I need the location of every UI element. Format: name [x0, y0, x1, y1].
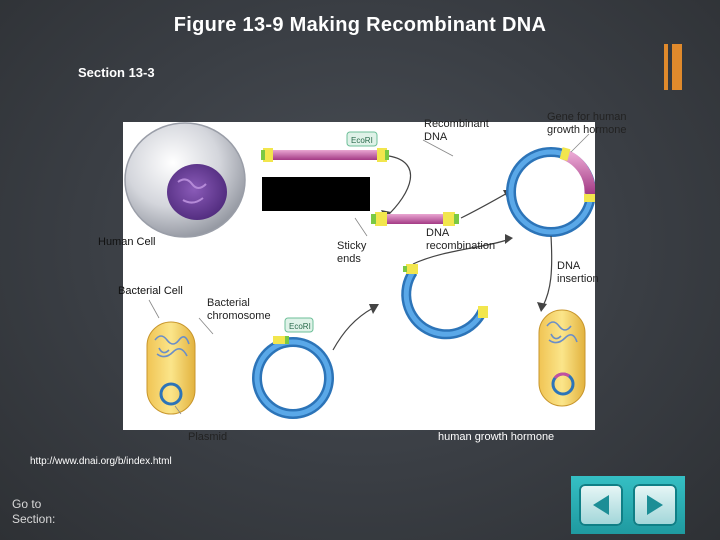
recombinant-plasmid [506, 147, 596, 237]
ecori-label-bottom: EcoRI [289, 322, 311, 331]
label-sticky-ends: Sticky ends [337, 240, 367, 265]
plasmid-ring [252, 336, 334, 419]
accent-bar-thick [672, 44, 682, 90]
diagram-panel: EcoRI EcoRI [123, 122, 596, 430]
label-bacterial-cell: Bacterial Cell [118, 285, 183, 297]
ecori-label-top: EcoRI [351, 136, 373, 145]
page-title: Figure 13-9 Making Recombinant DNA [173, 14, 547, 36]
goto-section-label: Go to Section: [12, 497, 56, 526]
section-label: Section 13-3 [78, 65, 155, 80]
back-button[interactable] [579, 484, 623, 526]
diagram-art [124, 122, 596, 419]
label-dna-insertion: DNA insertion [557, 260, 599, 285]
accent-bar-thin [664, 44, 668, 90]
nav-panel [571, 476, 685, 534]
label-plasmid: Plasmid [188, 431, 228, 443]
right-arrow-icon [647, 495, 663, 515]
label-human-cell: Human Cell [98, 236, 156, 248]
label-recombinant-dna: Recombinant DNA [424, 118, 489, 143]
label-bacterial-cell-hgh: Bacterial cell for containing gene for h… [438, 405, 555, 443]
bacterial-cell-illustration [146, 321, 196, 415]
cut-gene-fragment [371, 212, 459, 226]
forward-button[interactable] [633, 484, 677, 526]
source-url[interactable]: http://www.dnai.org/b/index.html [30, 456, 172, 467]
label-dna-recombination: DNA recombination [426, 227, 496, 252]
open-plasmid [401, 264, 488, 340]
label-gene-hgh: Gene for human growth hormone [547, 111, 627, 136]
human-cell-illustration [124, 122, 246, 238]
left-arrow-icon [593, 495, 609, 515]
label-bacterial-chromosome: Bacterial chromosome [207, 297, 271, 322]
human-gene-fragment [261, 148, 389, 162]
redacted-box [262, 177, 370, 211]
recombinant-bacterium [538, 309, 586, 407]
